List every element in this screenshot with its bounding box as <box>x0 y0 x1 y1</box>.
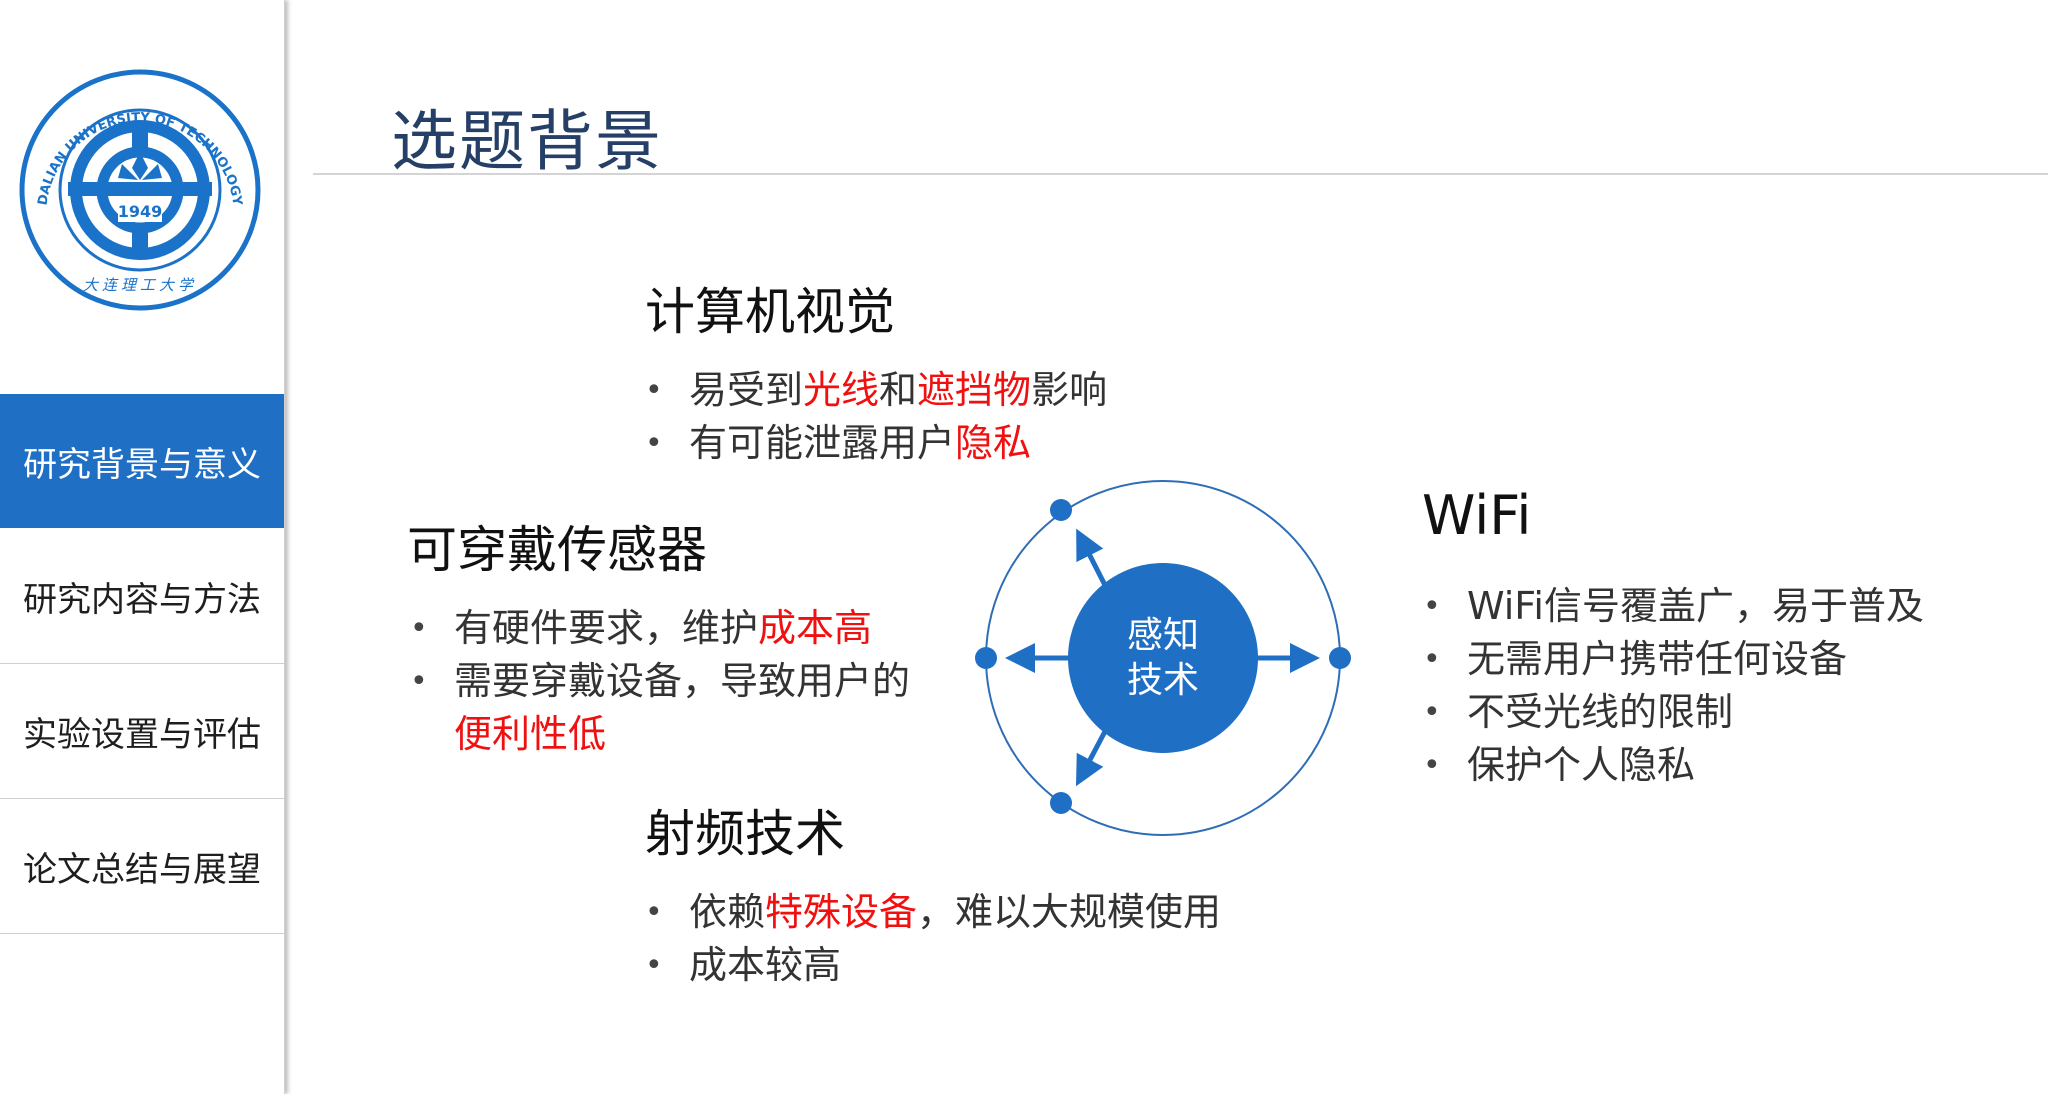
heading-computer-vision: 计算机视觉 <box>645 283 895 341</box>
bullet-icon: • <box>410 664 428 699</box>
text: 保护个人隐私 <box>1467 743 1696 787</box>
bullet-icon: • <box>1423 589 1441 624</box>
list-item: • 不受光线的限制 <box>1423 686 1924 739</box>
highlight-text: 成本高 <box>758 606 873 650</box>
list-item: 便利性低 <box>410 708 910 761</box>
wearable-bullets: • 有硬件要求，维护成本高 • 需要穿戴设备，导致用户的 便利性低 <box>410 602 910 761</box>
text: 成本较高 <box>689 943 842 987</box>
heading-rf-technology: 射频技术 <box>645 805 845 863</box>
list-item: • 成本较高 <box>645 939 1221 992</box>
text: 无需用户携带任何设备 <box>1467 637 1848 681</box>
nav-item-research-content[interactable]: 研究内容与方法 <box>0 530 284 664</box>
cv-bullets: • 易受到光线和遮挡物影响 • 有可能泄露用户隐私 <box>645 364 1107 470</box>
text: WiFi信号覆盖广，易于普及 <box>1467 584 1924 628</box>
node-rf <box>1050 792 1072 814</box>
bullet-icon: • <box>645 948 663 983</box>
heading-wifi: WiFi <box>1422 484 1532 547</box>
bullet-icon: • <box>645 426 663 461</box>
logo-year: 1949 <box>118 202 163 221</box>
highlight-text: 遮挡物 <box>917 368 1032 412</box>
text: 影响 <box>1031 368 1108 412</box>
nav-item-conclusion[interactable]: 论文总结与展望 <box>0 800 284 934</box>
text: 需要穿戴设备，导致用户的 <box>454 659 911 703</box>
text: 易受到 <box>689 368 804 412</box>
page-title: 选题背景 <box>391 103 663 180</box>
node-wifi <box>1329 647 1351 669</box>
bullet-icon: • <box>645 895 663 930</box>
text: 不受光线的限制 <box>1467 690 1734 734</box>
list-item: • 保护个人隐私 <box>1423 739 1924 792</box>
highlight-text: 特殊设备 <box>765 890 918 934</box>
text: 依赖 <box>689 890 766 934</box>
list-item: • 易受到光线和遮挡物影响 <box>645 364 1107 417</box>
title-divider <box>313 173 2048 175</box>
sensing-technology-diagram: 感知 技术 <box>975 480 1351 836</box>
rf-bullets: • 依赖特殊设备，难以大规模使用 • 成本较高 <box>645 886 1221 992</box>
highlight-text: 光线 <box>803 368 880 412</box>
center-label-line1: 感知 <box>1127 615 1199 656</box>
university-logo: 1949 DALIAN UNIVERSITY OF TECHNOLOGY 大连理… <box>19 69 261 311</box>
heading-wearable-sensors: 可穿戴传感器 <box>407 521 707 579</box>
text: 有硬件要求，维护 <box>454 606 759 650</box>
nav-item-research-background[interactable]: 研究背景与意义 <box>0 394 284 528</box>
list-item: • 有可能泄露用户隐私 <box>645 417 1107 470</box>
list-item: • WiFi信号覆盖广，易于普及 <box>1423 580 1924 633</box>
list-item: • 需要穿戴设备，导致用户的 <box>410 655 910 708</box>
text: 和 <box>879 368 918 412</box>
text: ，难以大规模使用 <box>917 890 1222 934</box>
text: 有可能泄露用户 <box>689 421 956 465</box>
highlight-text: 便利性低 <box>454 712 607 756</box>
list-item: • 依赖特殊设备，难以大规模使用 <box>645 886 1221 939</box>
list-item: • 无需用户携带任何设备 <box>1423 633 1924 686</box>
highlight-text: 隐私 <box>955 421 1032 465</box>
wifi-bullets: • WiFi信号覆盖广，易于普及 • 无需用户携带任何设备 • 不受光线的限制 • 保护… <box>1423 580 1924 792</box>
nav-item-experiment-setup[interactable]: 实验设置与评估 <box>0 665 284 799</box>
bullet-icon: • <box>410 611 428 646</box>
sidebar: 1949 DALIAN UNIVERSITY OF TECHNOLOGY 大连理… <box>0 0 285 1094</box>
bullet-icon: • <box>1423 748 1441 783</box>
bullet-icon: • <box>645 373 663 408</box>
list-item: • 有硬件要求，维护成本高 <box>410 602 910 655</box>
bullet-icon: • <box>1423 695 1441 730</box>
node-wearable <box>975 647 997 669</box>
logo-text-cn: 大连理工大学 <box>83 276 197 294</box>
bullet-icon: • <box>1423 642 1441 677</box>
node-computer-vision <box>1050 499 1072 521</box>
center-label-line2: 技术 <box>1127 660 1199 701</box>
center-node <box>1068 563 1258 753</box>
